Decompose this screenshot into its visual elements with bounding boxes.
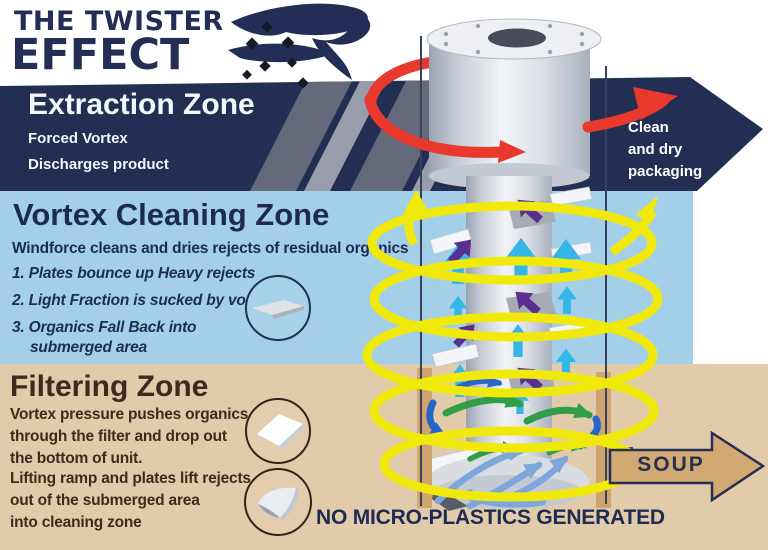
- page-title-line1: THE TWISTER: [14, 6, 224, 37]
- vortex-step-2: 2. Light Fraction is sucked by vortex: [12, 292, 274, 309]
- extraction-zone-title: Extraction Zone: [28, 88, 255, 121]
- filtering-paragraph-2: Lifting ramp and plates lift rejects out…: [10, 470, 251, 531]
- vortex-step-1: 1. Plates bounce up Heavy rejects: [12, 265, 256, 282]
- plate-detail-circle-top: [245, 398, 311, 464]
- vortex-step-3-cont: submerged area: [30, 339, 147, 356]
- clean-dry-packaging-label: Clean and dry packaging: [628, 119, 703, 180]
- flange-bolts: [443, 23, 585, 55]
- flat-plate-icon: [252, 300, 304, 319]
- tilted-plate-icon: [257, 414, 303, 451]
- vortex-step-3: 3. Organics Fall Back into: [12, 319, 197, 336]
- vortex-zone-subtitle: Windforce cleans and dries rejects of re…: [12, 240, 409, 257]
- soup-label: SOUP: [637, 453, 705, 476]
- filtering-zone-title: Filtering Zone: [10, 370, 209, 403]
- curved-plate-icon: [258, 487, 299, 520]
- extraction-zone-sub1: Forced Vortex: [28, 130, 128, 147]
- vortex-zone-title: Vortex Cleaning Zone: [13, 197, 330, 232]
- twister-tornado-icon: [228, 3, 371, 89]
- plate-detail-circle-side: [245, 275, 311, 341]
- extraction-zone-sub2: Discharges product: [28, 156, 169, 173]
- debris-dots: [242, 21, 309, 89]
- no-microplastics-label: NO MICRO-PLASTICS GENERATED: [316, 506, 665, 529]
- filtering-paragraph-1: Vortex pressure pushes organics through …: [10, 406, 249, 467]
- page-title-line2: EFFECT: [11, 30, 190, 80]
- inlet-hole: [488, 28, 546, 48]
- plate-detail-circle-curved: [244, 468, 312, 536]
